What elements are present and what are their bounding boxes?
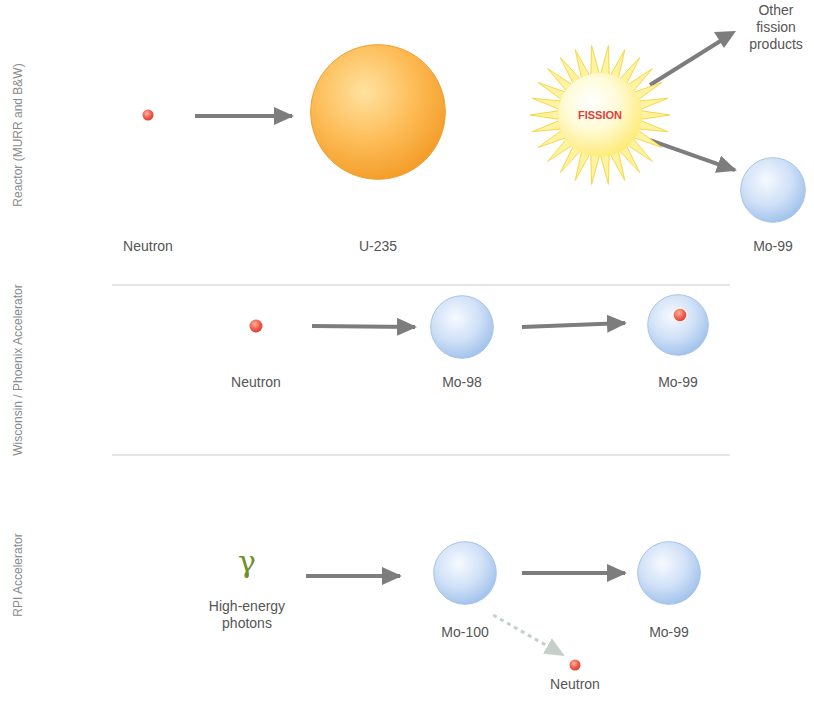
- arrow-connector: [306, 574, 400, 578]
- molybdenum-nucleus-shape: [740, 157, 806, 223]
- arrow-connector: [522, 323, 625, 327]
- molybdenum-nucleus: Mo-99: [637, 541, 701, 605]
- molybdenum-nucleus: Mo-98: [430, 295, 494, 359]
- node-caption: Mo-99: [649, 624, 689, 640]
- molybdenum-nucleus-shape: [647, 294, 709, 356]
- neutron-particle-shape: [569, 659, 581, 671]
- molybdenum-nucleus-shape: [430, 295, 494, 359]
- molybdenum-nucleus-shape: [433, 541, 497, 605]
- row-separator: [112, 454, 730, 456]
- arrow-connector: [522, 571, 625, 575]
- node-caption: U-235: [359, 238, 397, 254]
- neutron-particle: Neutron: [569, 659, 581, 671]
- molybdenum-nucleus-shape: [637, 541, 701, 605]
- product-arrow: [650, 40, 722, 85]
- molybdenum-nucleus: Mo-99: [647, 294, 709, 356]
- molybdenum-nucleus: Mo-99: [740, 157, 806, 223]
- neutron-particle: Neutron: [249, 319, 263, 333]
- product-label: Other fission products: [738, 2, 814, 53]
- fission-burst: FISSION: [530, 45, 670, 185]
- node-caption: Mo-99: [658, 374, 698, 390]
- arrow-connector: [650, 140, 735, 170]
- arrow-connector: [312, 326, 415, 327]
- row-label: Reactor (MURR and B&W): [11, 63, 25, 206]
- node-caption: Neutron: [123, 238, 173, 254]
- process-label: FISSION: [578, 109, 622, 121]
- uranium-nucleus: U-235: [310, 44, 446, 180]
- arrow-connector: [493, 615, 563, 655]
- node-caption: Mo-100: [441, 624, 488, 640]
- node-caption: Mo-98: [442, 374, 482, 390]
- neutron-particle-shape: [249, 319, 263, 333]
- product-arrowhead: [714, 31, 736, 48]
- arrow-connector: [195, 114, 292, 118]
- row-label: Wisconsin / Phoenix Accelerator: [11, 284, 25, 455]
- photon-source: γHigh-energy photons: [231, 552, 263, 584]
- node-caption: High-energy photons: [199, 598, 295, 632]
- neutron-particle: Neutron: [142, 109, 154, 121]
- molybdenum-nucleus: Mo-100: [433, 541, 497, 605]
- node-caption: Neutron: [231, 374, 281, 390]
- row-label: RPI Accelerator: [11, 533, 25, 616]
- node-caption: Neutron: [550, 676, 600, 692]
- row-separator: [112, 284, 730, 286]
- node-caption: Mo-99: [753, 238, 793, 254]
- neutron-particle-shape: [142, 109, 154, 121]
- uranium-nucleus-shape: [310, 44, 446, 180]
- gamma-symbol: γ: [231, 546, 263, 578]
